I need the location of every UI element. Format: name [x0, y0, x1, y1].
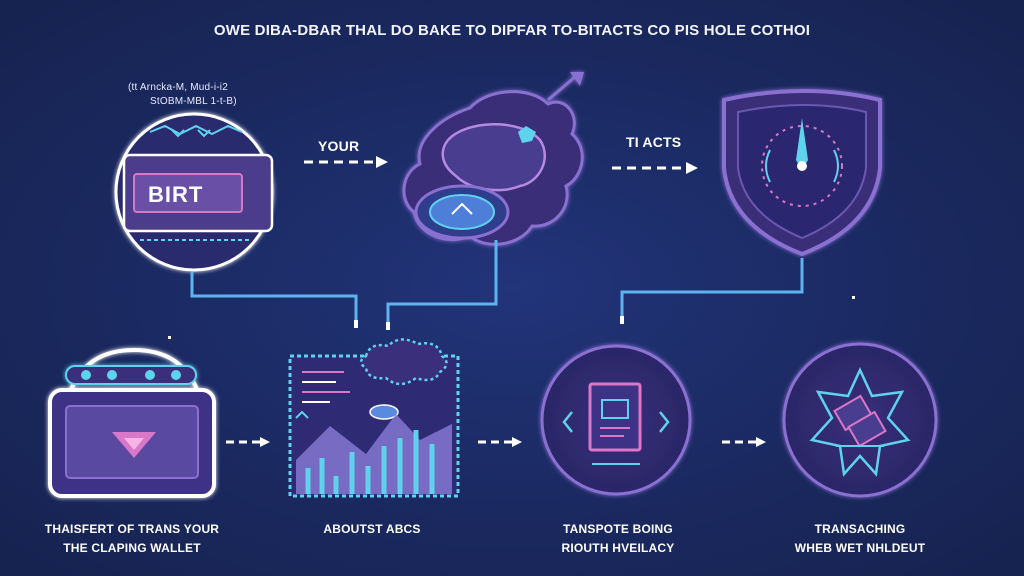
caption-transport: TANSPOTE BOING RIOUTH HVEILACY — [508, 520, 728, 558]
wallet-screen-icon — [114, 112, 274, 272]
top-tag-line-2: StOBM-MBL 1-t-B) — [150, 96, 237, 107]
caption-line: TRANSACHING — [814, 522, 906, 536]
flow-arrow-top-2 — [612, 162, 698, 174]
caption-line: TANSPOTE BOING — [563, 522, 673, 536]
caption-line: THAISFERT OF TRANS YOUR — [44, 522, 220, 536]
flow-arrow-bottom-1 — [226, 437, 270, 447]
wallet-icon — [48, 347, 216, 498]
caption-line: WHEB WET NHLDEUT — [794, 541, 926, 555]
flow-arrow-top-1 — [304, 156, 388, 168]
wallet-screen-label: BIRT — [148, 182, 204, 207]
caption-wallet-transfer: THAISFERT OF TRANS YOUR THE CLAPING WALL… — [22, 520, 242, 558]
connector-dots — [168, 296, 855, 339]
flow-label-your: YOUR — [318, 138, 360, 154]
caption-line: RIOUTH HVEILACY — [561, 541, 675, 555]
shield-compass-icon — [722, 89, 882, 257]
diagram-title: OWE DIBA-DBAR THAL DO BAKE TO DIPFAR TO-… — [213, 22, 811, 39]
gear-piggybank-icon — [402, 72, 584, 246]
document-icon — [540, 344, 692, 496]
flow-label-acts: TI ACTS — [626, 134, 682, 150]
flow-arrow-bottom-3 — [722, 437, 766, 447]
connector-lines — [190, 240, 804, 330]
flow-arrow-bottom-2 — [478, 437, 522, 447]
caption-line: THE CLAPING WALLET — [63, 541, 201, 555]
caption-analytics: ABOUTST ABCS — [262, 520, 482, 539]
star-transfer-icon — [782, 342, 938, 498]
top-tag-line-1: (tt Arncka-M, Mud-i-i2 — [128, 82, 228, 93]
caption-transaching: TRANSACHING WHEB WET NHLDEUT — [750, 520, 970, 558]
chart-cloud-icon — [288, 338, 460, 498]
caption-line: ABOUTST ABCS — [323, 522, 421, 536]
